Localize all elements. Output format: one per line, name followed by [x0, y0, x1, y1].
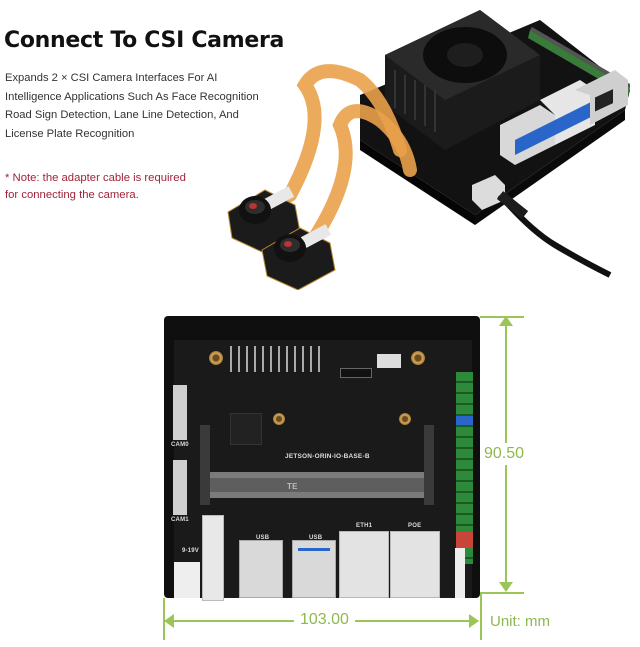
width-extension-left — [163, 598, 165, 640]
cam0-connector — [173, 385, 187, 440]
usb-label-2: USB — [309, 535, 323, 541]
som-latch-right — [424, 425, 434, 505]
width-value: 103.00 — [294, 611, 355, 629]
product-image — [227, 10, 630, 290]
standoff-icon — [399, 413, 411, 425]
board-silkscreen: JETSON-ORIN-IO-BASE-B — [285, 453, 370, 460]
usb-port-1 — [239, 540, 283, 598]
adapter-note: * Note: the adapter cable is required fo… — [5, 170, 235, 204]
feature-description: Expands 2 × CSI Camera Interfaces For AI… — [5, 69, 295, 143]
gpio-pin-red — [456, 532, 473, 548]
cam1-connector — [173, 460, 187, 515]
ethernet-port-2 — [390, 531, 440, 598]
ethernet-port-1 — [339, 531, 389, 598]
arrow-down-icon — [499, 582, 513, 592]
usb-label-1: USB — [256, 535, 270, 541]
height-value: 90.50 — [484, 443, 525, 465]
dc-jack — [174, 562, 200, 598]
unit-label: Unit: mm — [490, 613, 550, 630]
heatsink-fan-icon — [385, 10, 540, 150]
fpc-connector-row-icon — [230, 346, 326, 372]
te-logo: TE — [287, 482, 298, 491]
height-extension-bottom — [480, 592, 524, 594]
standoff-icon — [209, 351, 223, 365]
som-latch-left — [200, 425, 210, 505]
description-line: Expands 2 × CSI Camera Interfaces For AI — [5, 72, 218, 84]
antenna-connector — [455, 548, 465, 598]
ribbon-cable-icon — [283, 64, 417, 252]
cam1-label: CAM1 — [171, 517, 189, 523]
power-cable-icon — [472, 175, 612, 278]
chip-icon — [230, 413, 262, 445]
som-slot-inner — [208, 478, 434, 492]
dc-label: 9-19V — [182, 548, 200, 554]
page-title: Connect To CSI Camera — [4, 28, 285, 53]
eth2-label: POE — [408, 523, 422, 529]
description-line: License Plate Recognition — [5, 127, 135, 140]
description-line: Intelligence Applications Such As Face R… — [5, 90, 259, 103]
connector-icon — [340, 368, 372, 378]
note-line: * Note: the adapter cable is required — [5, 172, 186, 184]
note-line: for connecting the camera. — [5, 189, 139, 201]
usb3-indicator — [298, 548, 330, 551]
arrow-up-icon — [499, 316, 513, 326]
csi-camera-icon — [261, 224, 336, 290]
standoff-icon — [273, 413, 285, 425]
gpio-pin-blue — [456, 416, 473, 425]
standoff-icon — [411, 351, 425, 365]
width-extension-right — [480, 592, 482, 640]
fan-connector-icon — [377, 354, 401, 368]
arrow-left-icon — [164, 614, 174, 628]
description-line: Road Sign Detection, Lane Line Detection… — [5, 109, 239, 121]
arrow-right-icon — [469, 614, 479, 628]
button-icon — [202, 515, 224, 601]
cam0-label: CAM0 — [171, 442, 189, 448]
eth1-label: ETH1 — [356, 523, 373, 529]
io-ports-icon — [500, 70, 628, 165]
